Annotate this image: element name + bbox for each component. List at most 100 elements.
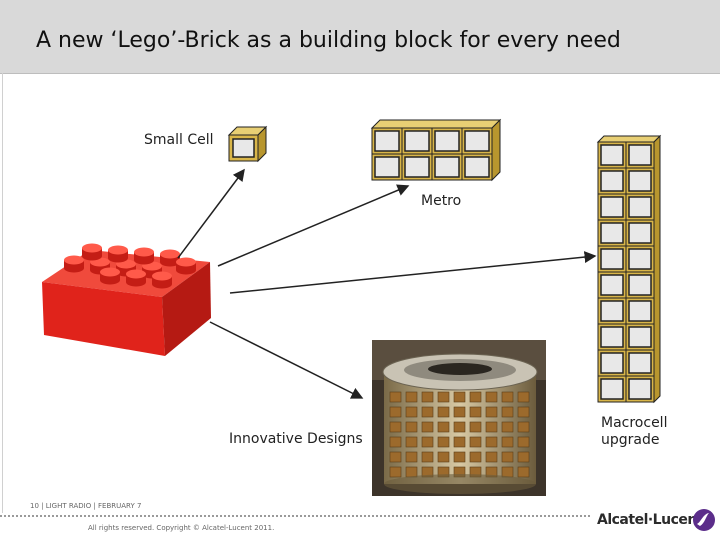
macrocell-brick: [597, 167, 627, 195]
lego-stud: [142, 261, 162, 279]
antenna-tile: [437, 391, 450, 403]
antenna-tile: [421, 421, 434, 433]
metro-brick: [371, 127, 403, 155]
footer-divider: [0, 515, 590, 517]
antenna-tile: [453, 406, 466, 418]
antenna-tile: [437, 436, 450, 448]
antenna-tile: [469, 391, 482, 403]
antenna-tile: [437, 451, 450, 463]
antenna-tile: [501, 421, 514, 433]
antenna-tile: [485, 436, 498, 448]
antenna-tile: [453, 391, 466, 403]
antenna-tile: [421, 406, 434, 418]
macrocell-brick: [625, 167, 655, 195]
macrocell-brick: [597, 219, 627, 247]
antenna-array-photo: [372, 340, 546, 496]
antenna-tile: [501, 436, 514, 448]
label-macrocell-line2: upgrade: [601, 432, 660, 448]
antenna-tile: [389, 391, 402, 403]
macrocell-brick: [625, 297, 655, 325]
antenna-tile: [517, 421, 530, 433]
footer-copyright: All rights reserved. Copyright © Alcatel…: [88, 524, 275, 532]
macrocell-brick: [625, 323, 655, 351]
label-macrocell-line1: Macrocell: [601, 415, 668, 431]
lego-stud: [126, 269, 146, 287]
arrow-metro: [217, 184, 410, 267]
macrocell-brick: [597, 245, 627, 273]
antenna-tile: [485, 391, 498, 403]
antenna-tile: [469, 421, 482, 433]
label-innovative-designs: Innovative Designs: [229, 431, 363, 447]
arrow-innovative: [209, 321, 364, 399]
metro-brick: [371, 153, 403, 181]
macrocell-brick: [597, 271, 627, 299]
lego-stud: [160, 249, 180, 267]
macrocell-brick: [625, 219, 655, 247]
antenna-tile: [485, 406, 498, 418]
antenna-tile: [405, 406, 418, 418]
small-cell-brick: [227, 125, 268, 163]
antenna-tile: [405, 466, 418, 478]
arrow-macrocell: [229, 251, 597, 294]
antenna-tile: [389, 421, 402, 433]
lego-stud: [82, 243, 102, 261]
antenna-tile: [501, 451, 514, 463]
metro-brick: [401, 127, 433, 155]
antenna-tile: [469, 406, 482, 418]
antenna-tile: [437, 406, 450, 418]
antenna-tile: [405, 451, 418, 463]
macrocell-brick: [597, 349, 627, 377]
slide-title: A new ‘Lego’-Brick as a building block f…: [36, 28, 621, 53]
antenna-tile: [421, 391, 434, 403]
title-bar: [0, 0, 720, 74]
antenna-tile: [517, 391, 530, 403]
antenna-tile: [437, 421, 450, 433]
brand-name: Alcatel·Lucent: [597, 512, 704, 528]
macrocell-brick: [625, 349, 655, 377]
antenna-tile: [485, 451, 498, 463]
lego-stud: [64, 255, 84, 273]
alcatel-lucent-swirl-icon: [693, 509, 715, 531]
macrocell-brick-column: [596, 134, 662, 404]
antenna-tile: [501, 391, 514, 403]
lego-stud: [176, 257, 196, 275]
antenna-tile: [405, 421, 418, 433]
macrocell-brick: [597, 323, 627, 351]
antenna-tile: [469, 451, 482, 463]
macrocell-brick: [625, 271, 655, 299]
lego-studs: [64, 243, 196, 289]
antenna-tile: [389, 466, 402, 478]
lego-stud: [134, 247, 154, 265]
metro-brick: [401, 153, 433, 181]
antenna-tile: [517, 436, 530, 448]
metro-brick-block: [370, 118, 502, 182]
macrocell-brick: [625, 245, 655, 273]
macrocell-brick: [625, 375, 655, 403]
antenna-tile: [389, 436, 402, 448]
antenna-tile: [453, 451, 466, 463]
antenna-tile: [485, 421, 498, 433]
antenna-tile: [389, 451, 402, 463]
lego-stud: [108, 245, 128, 263]
antenna-tile: [469, 436, 482, 448]
macrocell-brick: [597, 193, 627, 221]
antenna-tile: [501, 466, 514, 478]
antenna-tile: [421, 451, 434, 463]
antenna-tile: [405, 436, 418, 448]
antenna-tile: [405, 391, 418, 403]
antenna-tile: [517, 406, 530, 418]
macrocell-brick: [597, 141, 627, 169]
metro-brick: [461, 127, 493, 155]
antenna-tile: [517, 466, 530, 478]
metro-brick: [431, 127, 463, 155]
lego-brick-icon: [42, 243, 211, 356]
label-macrocell-upgrade: Macrocell upgrade: [601, 415, 667, 449]
antenna-tile: [501, 406, 514, 418]
left-rule: [2, 73, 3, 513]
antenna-tile: [389, 406, 402, 418]
antenna-tile: [421, 436, 434, 448]
label-metro: Metro: [421, 193, 462, 209]
footer-meta: 10 | LIGHT RADIO | FEBRUARY 7: [30, 502, 142, 510]
macrocell-brick: [597, 297, 627, 325]
